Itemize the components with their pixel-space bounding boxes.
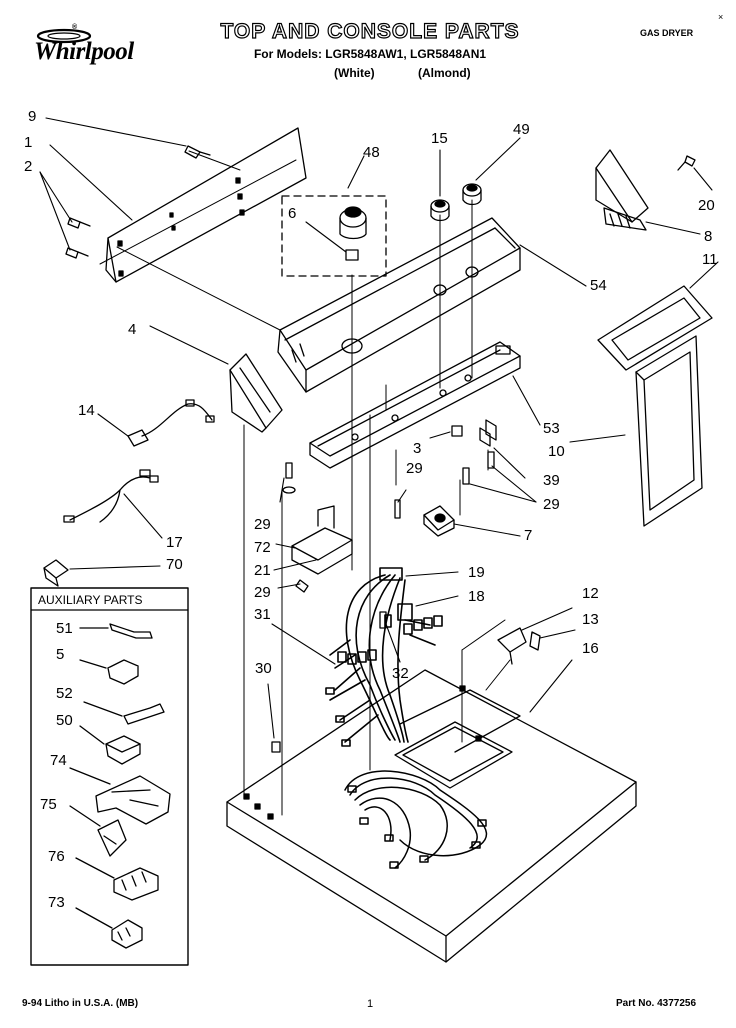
knob-assembly-group-box — [281, 195, 387, 277]
console-bracket — [309, 341, 521, 469]
callout-48: 48 — [363, 144, 380, 161]
callout-16: 16 — [582, 640, 599, 657]
callout-3: 3 — [413, 440, 422, 457]
push-button-knob-49 — [462, 183, 482, 206]
color-almond: (Almond) — [418, 66, 471, 80]
switch-bracket — [451, 419, 497, 447]
console-end-cap-right — [595, 149, 649, 231]
auxiliary-parts-title: AUXILIARY PARTS — [38, 593, 143, 607]
color-white: (White) — [334, 66, 375, 80]
callout-15: 15 — [431, 130, 448, 147]
callout-72: 72 — [254, 539, 271, 556]
end-panel-right — [635, 335, 703, 527]
screws — [65, 145, 696, 753]
callout-4: 4 — [128, 321, 137, 338]
aux-callout-52: 52 — [56, 685, 73, 702]
callout-18: 18 — [468, 588, 485, 605]
callout-29-d: 29 — [254, 584, 271, 601]
aux-callout-5: 5 — [56, 646, 65, 663]
dryer-top-panel — [226, 669, 637, 963]
aux-callout-74: 74 — [50, 752, 67, 769]
footer-page-number: 1 — [367, 998, 374, 1010]
callout-49: 49 — [513, 121, 530, 138]
bracket-12 — [497, 627, 527, 665]
callout-7: 7 — [524, 527, 533, 544]
footer-print-info: 9-94 Litho in U.S.A. (MB) — [22, 998, 139, 1009]
callout-9: 9 — [28, 108, 37, 125]
console-panel — [277, 217, 521, 393]
callout-11: 11 — [702, 251, 718, 268]
connector-70 — [43, 559, 69, 587]
callout-8: 8 — [704, 228, 713, 245]
callout-14: 14 — [78, 402, 95, 419]
whirlpool-logo: ® Whirlpool — [32, 24, 156, 68]
callout-54: 54 — [590, 277, 607, 294]
logo-swoosh-icon — [36, 28, 92, 44]
callout-31: 31 — [254, 606, 271, 623]
callout-6: 6 — [288, 205, 297, 222]
rear-control-panel — [105, 127, 307, 283]
temperature-selector — [423, 505, 455, 537]
callout-10: 10 — [548, 443, 565, 460]
callout-70: 70 — [166, 556, 183, 573]
callout-17: 17 — [166, 534, 183, 551]
lower-wire-harness — [344, 770, 488, 869]
callout-21: 21 — [254, 562, 271, 579]
timer-motor — [291, 505, 353, 575]
push-button-knob-15 — [430, 199, 450, 222]
callout-2: 2 — [24, 158, 33, 175]
footer-part-number: Part No. 4377256 — [616, 998, 697, 1009]
brand-name: Whirlpool — [34, 38, 134, 65]
model-numbers: For Models: LGR5848AW1, LGR5848AN1 — [253, 47, 487, 61]
console-end-cap-left — [229, 353, 283, 433]
aux-callout-73: 73 — [48, 894, 65, 911]
callout-19: 19 — [468, 564, 485, 581]
leader-arrows — [39, 117, 719, 739]
callout-39: 39 — [543, 472, 560, 489]
assembly-guide-lines — [99, 150, 511, 816]
aux-callout-75: 75 — [40, 796, 57, 813]
callout-29-b: 29 — [254, 516, 271, 533]
product-type: GAS DRYER — [640, 28, 694, 38]
auxiliary-parts-box — [30, 587, 189, 966]
aux-callout-51: 51 — [56, 620, 73, 637]
callout-20: 20 — [698, 197, 715, 214]
lens-cover — [597, 285, 713, 371]
callout-30: 30 — [255, 660, 272, 677]
callout-29-a: 29 — [406, 460, 423, 477]
aux-callout-50: 50 — [56, 712, 73, 729]
wire-assembly-17 — [63, 469, 159, 523]
page-title: TOP AND CONSOLE PARTS — [220, 19, 520, 43]
wire-assembly-14 — [127, 399, 215, 447]
callout-12: 12 — [582, 585, 599, 602]
main-wire-harness — [325, 567, 443, 747]
timer-knob — [339, 206, 367, 261]
callout-53: 53 — [543, 420, 560, 437]
aux-callout-76: 76 — [48, 848, 65, 865]
brand-registered: ® — [72, 24, 78, 31]
callout-32: 32 — [392, 665, 409, 682]
callout-1: 1 — [24, 134, 33, 151]
callout-29-c: 29 — [543, 496, 560, 513]
callout-13: 13 — [582, 611, 599, 628]
corner-mark: × — [718, 12, 724, 22]
